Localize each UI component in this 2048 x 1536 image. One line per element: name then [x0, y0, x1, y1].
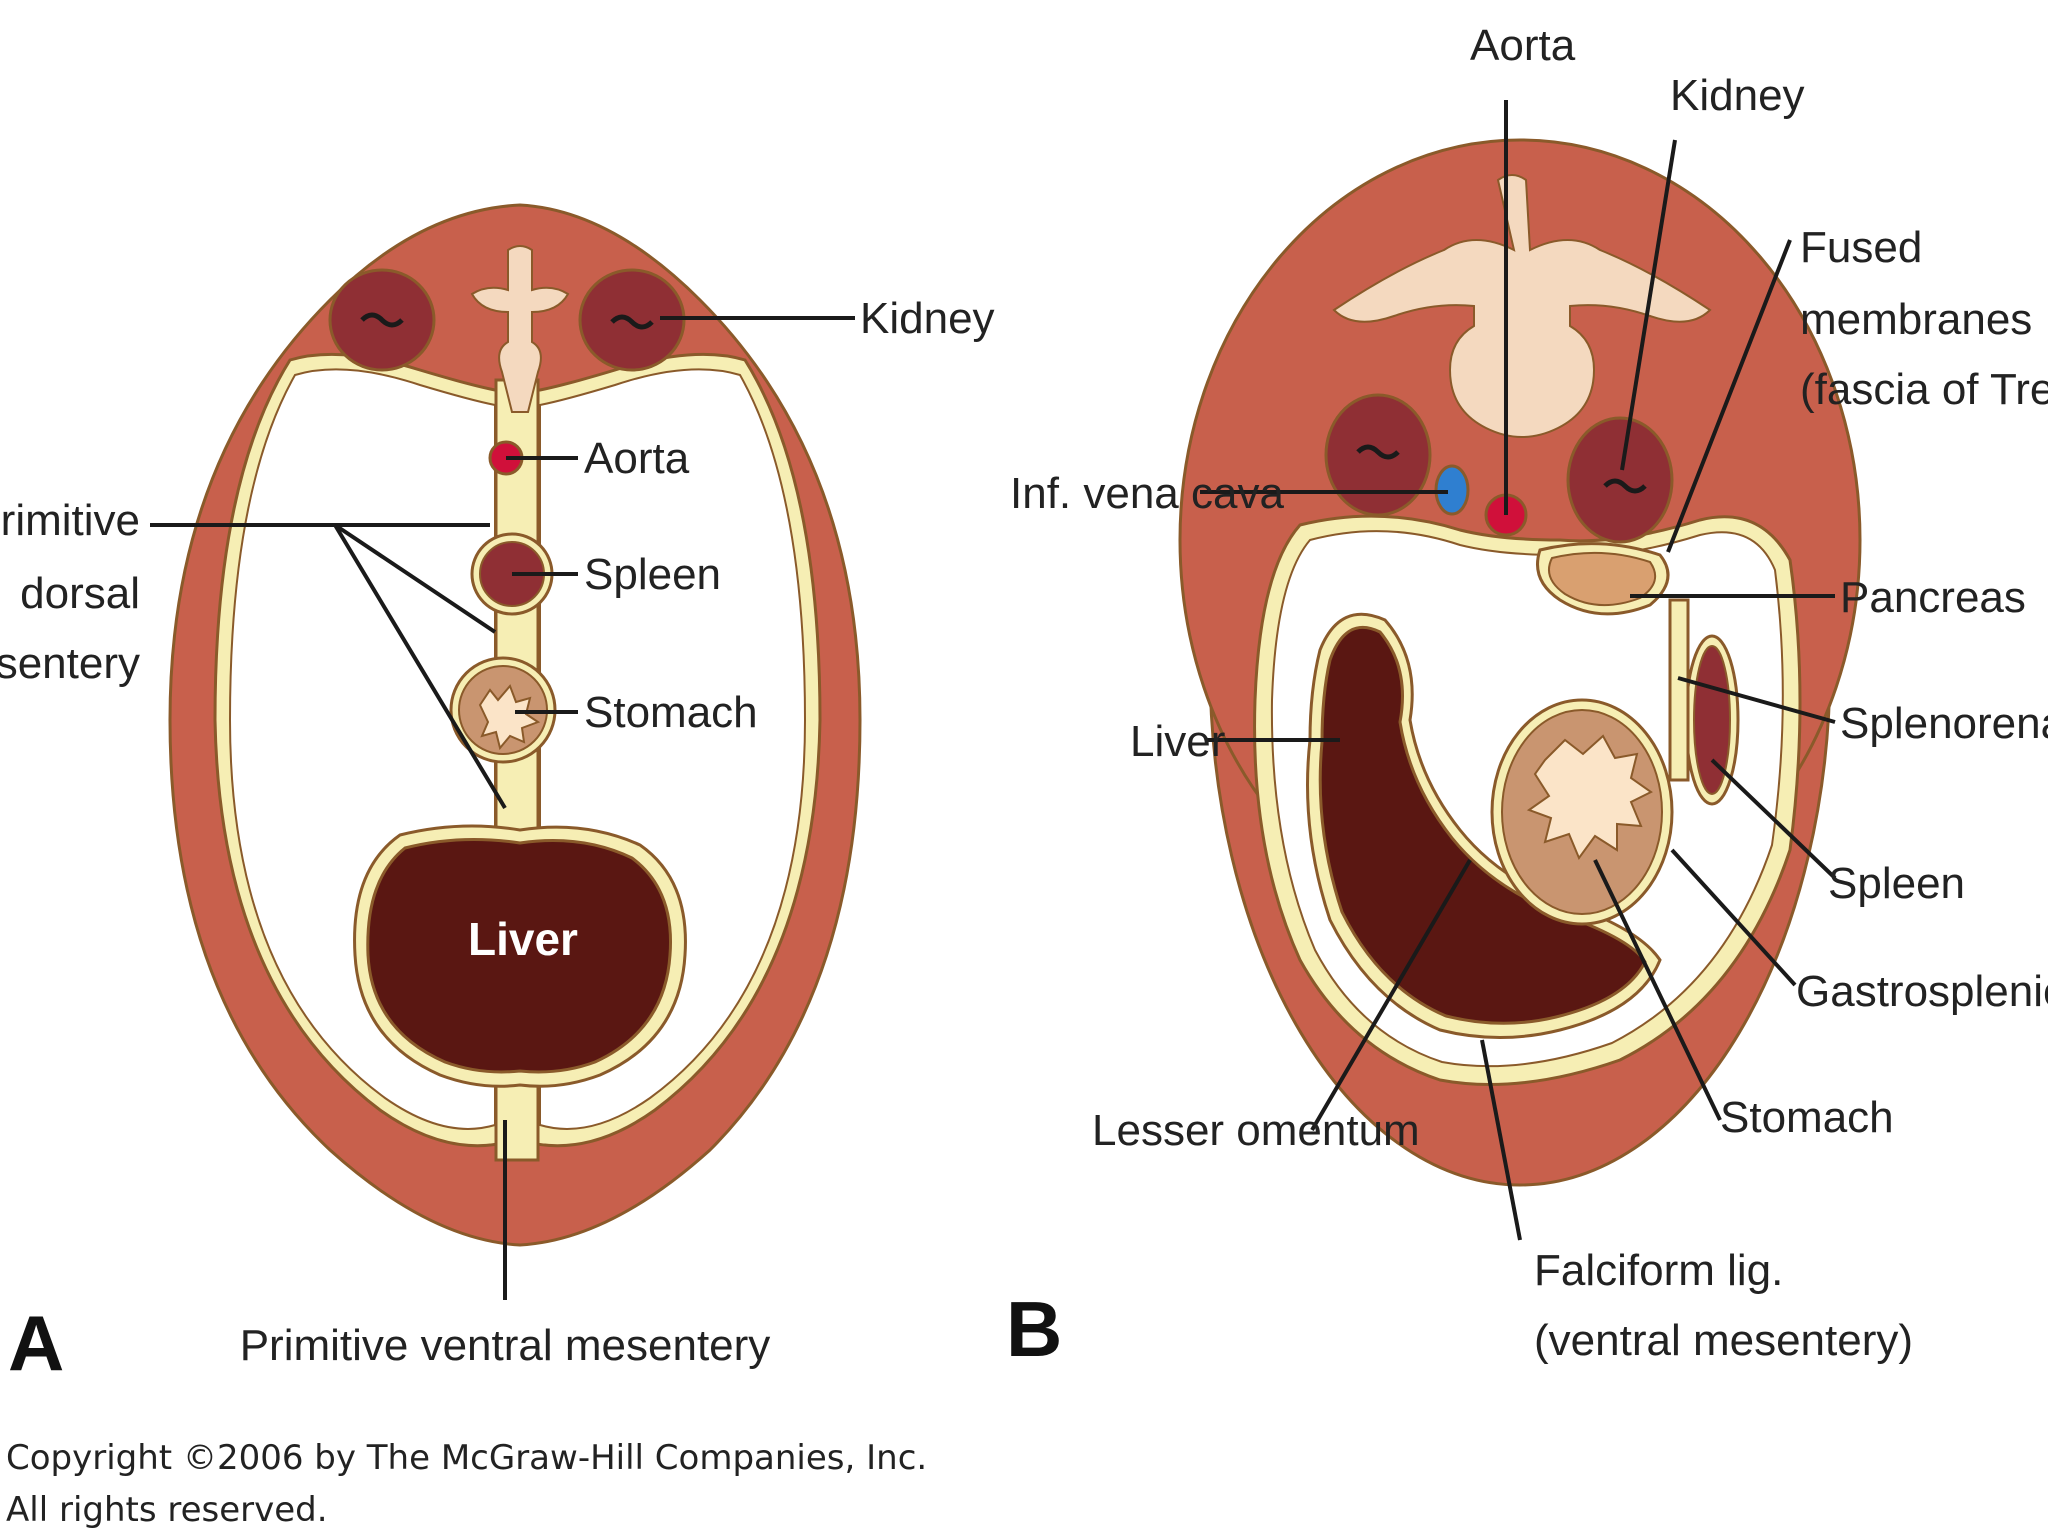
panel-b-fused-label-2: membranes	[1800, 295, 2032, 344]
panel-a-spleen-label: Spleen	[584, 550, 721, 599]
panel-b-stomach-label: Stomach	[1720, 1093, 1894, 1142]
panel-b-lesser-omentum-leader	[1310, 858, 1472, 1132]
panel-b-spleen-label: Spleen	[1828, 859, 1965, 908]
panel-b-gastrosplenic-leader	[1670, 848, 1797, 987]
panel-a-stomach-label: Stomach	[584, 688, 758, 737]
panel-b-kidney-left-hilum	[1356, 444, 1400, 460]
panel-b-liver-label: Liver	[1130, 717, 1225, 766]
panel-b-kidney-leader	[1620, 139, 1677, 471]
panel-b-pancreas-label: Pancreas	[1840, 573, 2026, 622]
panel-b-fused-leader	[1666, 239, 1792, 553]
panel-b-lesser-omentum-label: Lesser omentum	[1092, 1106, 1420, 1155]
panel-b-liver	[1318, 626, 1647, 1025]
panel-b-letter: B	[1006, 1285, 1062, 1373]
panel-a-stomach-lumen	[478, 684, 541, 751]
panel-a-dorsal-label-3: mesentery	[0, 639, 140, 688]
panel-b-falciform-label-2: (ventral mesentery)	[1534, 1316, 1913, 1365]
panel-b-fused-label-1: Fused	[1800, 223, 1922, 272]
panel-b-aorta-label: Aorta	[1470, 21, 1576, 70]
panel-b-falciform-label-1: Falciform lig.	[1534, 1246, 1783, 1295]
panel-b-stomach-leader	[1593, 859, 1722, 1121]
panel-b-gastrosplenic-label: Gastrosplenic lig.	[1796, 967, 2048, 1016]
panel-a-vertebra	[470, 245, 570, 413]
panel-b-stomach-lumen	[1526, 734, 1653, 861]
panel-b-ivc-label: Inf. vena cava	[1010, 469, 1284, 518]
panel-a-kidney-left-hilum	[360, 312, 404, 328]
panel-b-splenorenal-stalk	[1668, 598, 1690, 782]
panel-b-vertebra	[1332, 174, 1712, 438]
panel-a-liver	[366, 837, 673, 1074]
panel-a-liver-label: Liver	[468, 913, 578, 965]
panel-b-splenorenal-leader	[1677, 676, 1836, 724]
panel-b-falciform-leader	[1480, 1039, 1522, 1241]
panel-a-kidney-right-hilum	[610, 314, 654, 330]
panel-b: Aorta Kidney Fused membranes (fascia of …	[1006, 21, 2048, 1373]
copyright-notice: Copyright ©2006 by The McGraw-Hill Compa…	[6, 1432, 927, 1536]
panel-a: Liver Kidney Aorta Spleen Stomach Primit…	[0, 203, 995, 1387]
panel-b-fused-label-3: (fascia of Treitz)	[1800, 365, 2048, 414]
panel-a-dorsal-label-2: dorsal	[20, 569, 140, 618]
panel-a-kidney-label: Kidney	[860, 294, 995, 343]
panel-b-kidney-right-hilum	[1603, 478, 1647, 494]
panel-a-letter: A	[8, 1299, 64, 1387]
copyright-line-2: All rights reserved.	[6, 1490, 328, 1530]
panel-a-aorta-label: Aorta	[584, 434, 690, 483]
copyright-line-1: Copyright ©2006 by The McGraw-Hill Compa…	[6, 1438, 928, 1478]
panel-a-dorsal-leader-spleen	[333, 523, 497, 634]
panel-b-splenorenal-label: Splenorenal lig.	[1840, 699, 2048, 748]
panel-a-dorsal-leader-stomach	[333, 523, 507, 810]
panel-b-kidney-label: Kidney	[1670, 71, 1805, 120]
panel-b-spleen-leader	[1710, 758, 1837, 880]
panel-a-dorsal-label-1: Primitive	[0, 496, 140, 545]
panel-a-ventral-label: Primitive ventral mesentery	[240, 1321, 771, 1370]
